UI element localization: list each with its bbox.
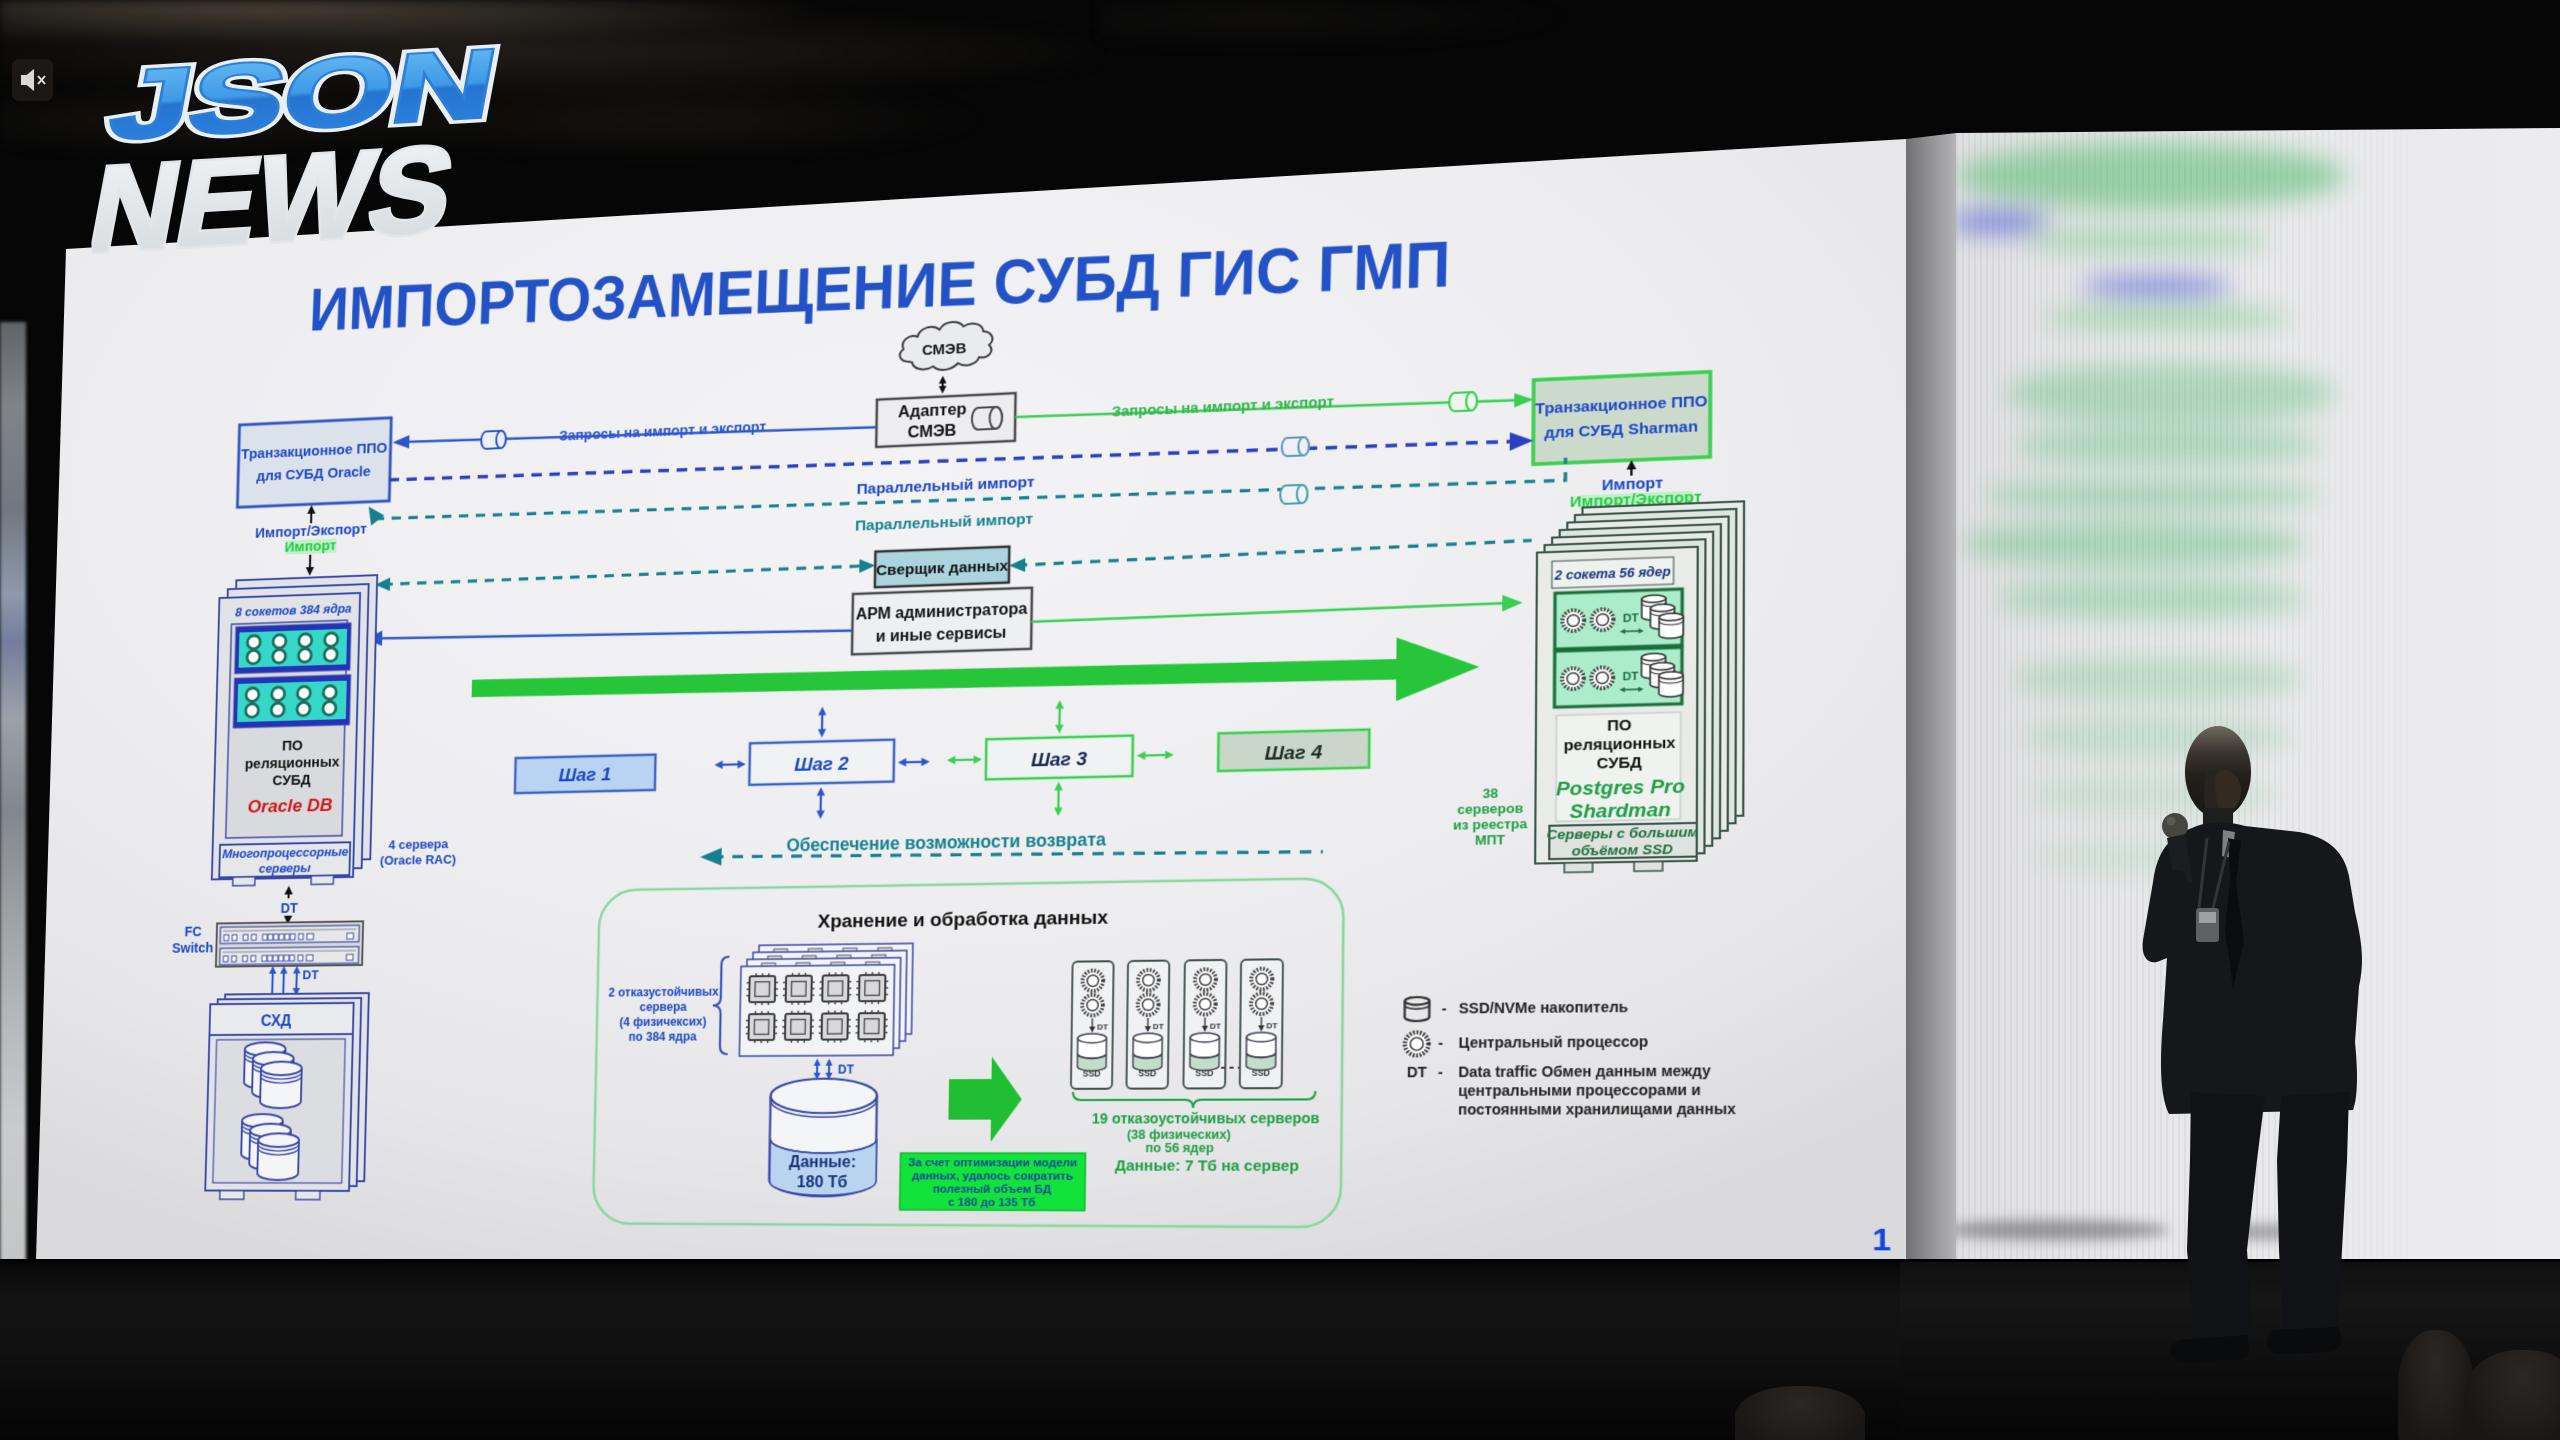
- svg-text:DT: DT: [1097, 1022, 1109, 1032]
- svg-text:и иные сервисы: и иные сервисы: [876, 624, 1007, 646]
- svg-text:реляционных: реляционных: [1564, 734, 1676, 754]
- svg-text:для СУБД Oracle: для СУБД Oracle: [256, 463, 371, 484]
- svg-text:SSD: SSD: [1252, 1068, 1271, 1078]
- svg-text:серверов: серверов: [1457, 801, 1523, 817]
- svg-text:данных, удалось сократить: данных, удалось сократить: [912, 1170, 1073, 1183]
- svg-text:СУБД: СУБД: [272, 772, 311, 789]
- svg-text:DT: DT: [1407, 1065, 1427, 1081]
- svg-text:АРМ администратора: АРМ администратора: [856, 601, 1029, 624]
- svg-text:Запросы на импорт и экспорт: Запросы на импорт и экспорт: [1112, 393, 1335, 420]
- svg-text:DT: DT: [280, 901, 298, 916]
- svg-text:ПО: ПО: [1607, 716, 1632, 734]
- svg-text:Импорт: Импорт: [284, 537, 337, 555]
- svg-text:СМЭВ: СМЭВ: [922, 340, 967, 359]
- svg-text:реляционных: реляционных: [245, 754, 341, 772]
- svg-text:постоянными хранилищами данных: постоянными хранилищами данных: [1458, 1101, 1736, 1118]
- svg-text:Data traffic Обмен данным межд: Data traffic Обмен данным между: [1458, 1063, 1710, 1080]
- svg-text:Шаг 1: Шаг 1: [558, 763, 611, 786]
- svg-text:DT: DT: [302, 968, 319, 982]
- svg-text:Шаг 2: Шаг 2: [794, 752, 849, 775]
- svg-text:SSD: SSD: [1195, 1068, 1214, 1078]
- svg-text:объёмом SSD: объёмом SSD: [1572, 841, 1673, 859]
- svg-text:DT: DT: [838, 1064, 855, 1077]
- svg-text:из реестра: из реестра: [1453, 817, 1528, 833]
- svg-text:Shardman: Shardman: [1570, 798, 1671, 823]
- svg-text:Шаг 4: Шаг 4: [1264, 740, 1322, 764]
- svg-text:Сверщик данных: Сверщик данных: [876, 556, 1009, 578]
- svg-text:Postgres Pro: Postgres Pro: [1556, 774, 1685, 800]
- svg-text:-: -: [1438, 1064, 1443, 1080]
- svg-text:SSD: SSD: [1138, 1068, 1157, 1078]
- svg-text:2 отказустойчивых: 2 отказустойчивых: [608, 986, 719, 1000]
- svg-text:СХД: СХД: [261, 1013, 293, 1030]
- svg-text:с 180 до 135 Тб: с 180 до 135 Тб: [948, 1196, 1036, 1210]
- svg-text:FC: FC: [184, 925, 201, 940]
- svg-text:Параллельный импорт: Параллельный импорт: [855, 509, 1033, 534]
- svg-text:по 56 ядер: по 56 ядер: [1145, 1142, 1214, 1156]
- svg-text:полезный объем БД: полезный объем БД: [933, 1183, 1052, 1197]
- svg-text:Данные:: Данные:: [789, 1154, 856, 1172]
- svg-text:38: 38: [1483, 786, 1499, 801]
- svg-text:центральными процессорами и: центральными процессорами и: [1458, 1082, 1701, 1099]
- svg-text:Обеспечение возможности возвра: Обеспечение возможности возврата: [786, 831, 1106, 856]
- svg-text:Импорт/Экспорт: Импорт/Экспорт: [1570, 488, 1703, 510]
- svg-text:по 384 ядра: по 384 ядра: [629, 1031, 698, 1045]
- svg-text:За счет оптимизации модели: За счет оптимизации модели: [908, 1157, 1077, 1170]
- svg-text:DT: DT: [1623, 671, 1639, 684]
- svg-text:для СУБД Sharman: для СУБД Sharman: [1544, 418, 1698, 442]
- svg-text:Транзакционное ППО: Транзакционное ППО: [241, 440, 387, 462]
- svg-text:NEWS: NEWS: [79, 120, 464, 279]
- svg-text:Импорт/Экспорт: Импорт/Экспорт: [255, 521, 368, 541]
- svg-text:Запросы на импорт и экспорт: Запросы на импорт и экспорт: [559, 418, 767, 444]
- svg-text:(38 физических): (38 физических): [1127, 1129, 1231, 1143]
- svg-text:DT: DT: [1623, 612, 1639, 625]
- svg-text:DT: DT: [1266, 1020, 1278, 1030]
- svg-text:серверы: серверы: [259, 861, 311, 876]
- svg-text:Параллельный импорт: Параллельный импорт: [857, 472, 1035, 497]
- svg-text:Центральный процессор: Центральный процессор: [1458, 1034, 1648, 1051]
- svg-text:Серверы с большим: Серверы с большим: [1547, 824, 1699, 843]
- svg-text:180 Тб: 180 Тб: [797, 1174, 848, 1192]
- svg-text:Импорт: Импорт: [1602, 474, 1664, 494]
- svg-text:JSON: JSON: [103, 29, 505, 160]
- svg-text:4 сервера: 4 сервера: [388, 837, 448, 852]
- svg-text:Хранение и обработка данных: Хранение и обработка данных: [818, 906, 1109, 932]
- svg-text:19 отказоустойчивых серверов: 19 отказоустойчивых серверов: [1092, 1111, 1320, 1127]
- svg-text:Адаптер: Адаптер: [898, 400, 967, 422]
- svg-text:2 сокета 56 ядер: 2 сокета 56 ядер: [1553, 566, 1670, 584]
- svg-text:8 сокетов 384 ядра: 8 сокетов 384 ядра: [235, 602, 352, 620]
- svg-text:МПТ: МПТ: [1475, 833, 1506, 848]
- svg-text:ПО: ПО: [282, 737, 303, 753]
- svg-text:DT: DT: [1210, 1021, 1222, 1031]
- svg-text:Данные: 7 Тб на сервер: Данные: 7 Тб на сервер: [1115, 1157, 1299, 1174]
- svg-text:SSD: SSD: [1083, 1069, 1102, 1079]
- svg-text:Шаг 3: Шаг 3: [1031, 747, 1088, 771]
- svg-text:(Oracle RAC): (Oracle RAC): [380, 853, 456, 868]
- svg-text:-: -: [1442, 1001, 1447, 1017]
- svg-text:сервера: сервера: [639, 1001, 687, 1015]
- svg-text:Switch: Switch: [172, 941, 214, 956]
- svg-text:Многопроцессорные: Многопроцессорные: [222, 845, 349, 861]
- svg-text:1: 1: [1872, 1221, 1891, 1258]
- svg-text:DT: DT: [1153, 1021, 1165, 1031]
- svg-text:Oracle DB: Oracle DB: [247, 794, 332, 817]
- svg-text:-: -: [1438, 1035, 1443, 1051]
- svg-text:СМЭВ: СМЭВ: [907, 421, 956, 442]
- svg-text:SSD/NVMe накопитель: SSD/NVMe накопитель: [1459, 999, 1629, 1017]
- svg-text:СУБД: СУБД: [1597, 754, 1643, 772]
- svg-text:(4 физичексих): (4 физичексих): [619, 1016, 707, 1030]
